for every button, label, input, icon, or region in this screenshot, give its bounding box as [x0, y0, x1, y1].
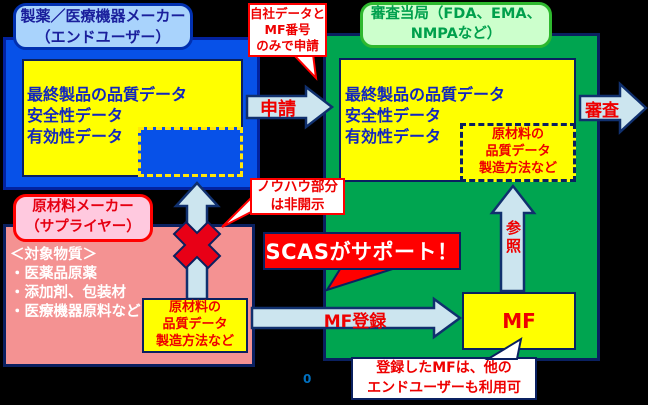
supplier-header: 原材料メーカー （サプライヤー） — [13, 194, 153, 242]
end-user-data-text: 最終製品の品質データ 安全性データ 有効性データ — [27, 85, 188, 146]
supplier-data-box: 原材料の 品質データ 製造方法など — [142, 298, 248, 353]
own-data-callout-tail — [290, 53, 318, 81]
authority-header: 審査当局（FDA、EMA、 NMPAなど） — [360, 2, 552, 48]
mf-box: MF — [462, 292, 576, 350]
mf-detail-box: 原材料の 品質データ 製造方法など — [460, 123, 576, 182]
register-arrow-label: MF登録 — [323, 312, 387, 332]
supplier-target-list: ＜対象物質＞ ・医薬品原薬 ・添加剤、包装材 ・医療機器原料など — [10, 247, 141, 320]
hidden-knowhow-placeholder — [138, 127, 243, 177]
own-data-callout: 自社データと MF番号 のみで申請 — [248, 3, 327, 57]
mf-shared-callout: 登録したMFは、他の エンドユーザーも利用可 — [351, 357, 537, 400]
knowhow-callout-tail — [221, 193, 254, 228]
knowhow-callout: ノウハウ部分 は非開示 — [250, 178, 345, 215]
scas-support-banner: SCASがサポート！ — [263, 232, 461, 270]
page-number: 0 — [303, 372, 312, 386]
apply-arrow-label: 申請 — [260, 99, 296, 120]
authority-data-text: 最終製品の品質データ 安全性データ 有効性データ — [345, 85, 506, 146]
end-user-header: 製薬／医療機器メーカー （エンドユーザー） — [13, 3, 193, 50]
reference-arrow-label: 参照 — [504, 220, 522, 256]
review-arrow-label: 審査 — [585, 101, 619, 121]
